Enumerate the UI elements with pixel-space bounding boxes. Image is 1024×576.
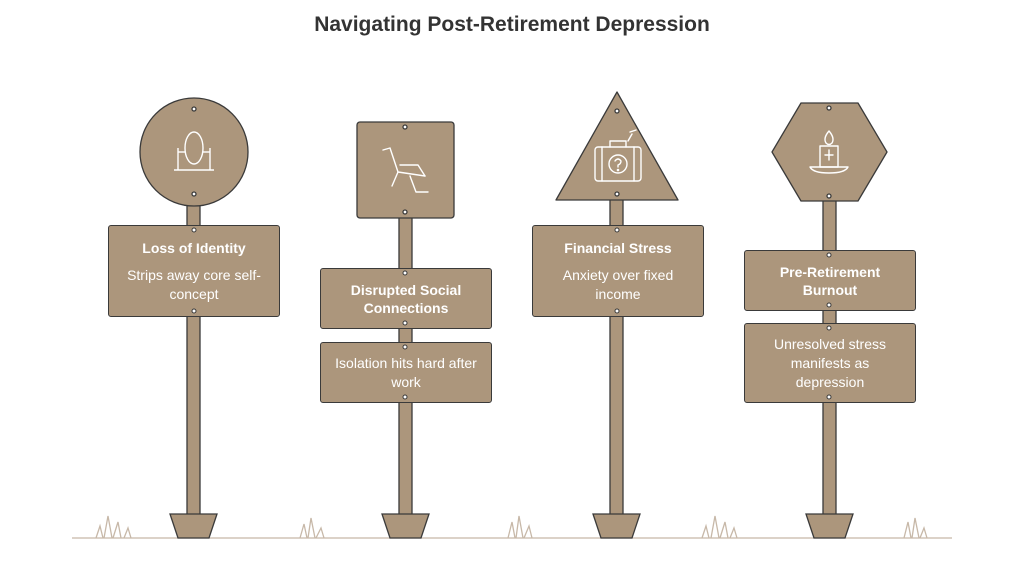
circle-sign [139,97,249,207]
sign-heading: Disrupted Social Connections [350,281,462,316]
briefcase-question-icon [594,129,642,182]
rivet [191,191,197,197]
rivet [614,108,620,114]
memorial-candle-icon [809,130,849,174]
signpost-loss-of-identity [139,97,249,539]
sign-body: Unresolved stress manifests as depressio… [773,335,887,390]
triangle-sign [555,91,679,201]
sign-heading: Financial Stress [564,239,672,256]
rivet [191,106,197,112]
grass-tuft [299,517,325,539]
sign-board-disrupted-social-connections: Disrupted Social Connections [320,268,492,329]
sign-board-pre-retirement-burnout-detail: Unresolved stress manifests as depressio… [744,323,916,403]
sign-body: Isolation hits hard after work [335,354,477,390]
diagram-title: Navigating Post-Retirement Depression [314,13,710,36]
post-base [805,513,854,539]
square-sign [356,121,455,219]
rivet [826,105,832,111]
rivet [402,124,408,130]
post-base [169,513,218,539]
grass-tuft [95,515,132,539]
rivet [826,193,832,199]
sign-board-loss-of-identity: Loss of Identity Strips away core self-c… [108,225,280,317]
sign-heading: Pre-Retirement Burnout [779,263,881,298]
grass-tuft [507,515,533,539]
post-base [592,513,641,539]
sign-heading: Loss of Identity [142,239,246,256]
signpost-pre-retirement-burnout [771,102,888,539]
rivet [614,191,620,197]
grass-tuft [701,515,738,539]
signpost-disrupted-social-connections [356,121,455,539]
sign-board-pre-retirement-burnout: Pre-Retirement Burnout [744,250,916,311]
sign-board-financial-stress: Financial Stress Anxiety over fixed inco… [532,225,704,317]
sign-board-disrupted-social-connections-detail: Isolation hits hard after work [320,342,492,403]
ground [72,515,952,539]
sign-body: Anxiety over fixed income [562,266,674,302]
sign-body: Strips away core self-concept [127,266,261,302]
reclining-chair-icon [382,147,429,193]
grass-tuft [903,517,928,539]
mirror-icon [174,131,214,171]
rivet [402,209,408,215]
post-base [381,513,430,539]
